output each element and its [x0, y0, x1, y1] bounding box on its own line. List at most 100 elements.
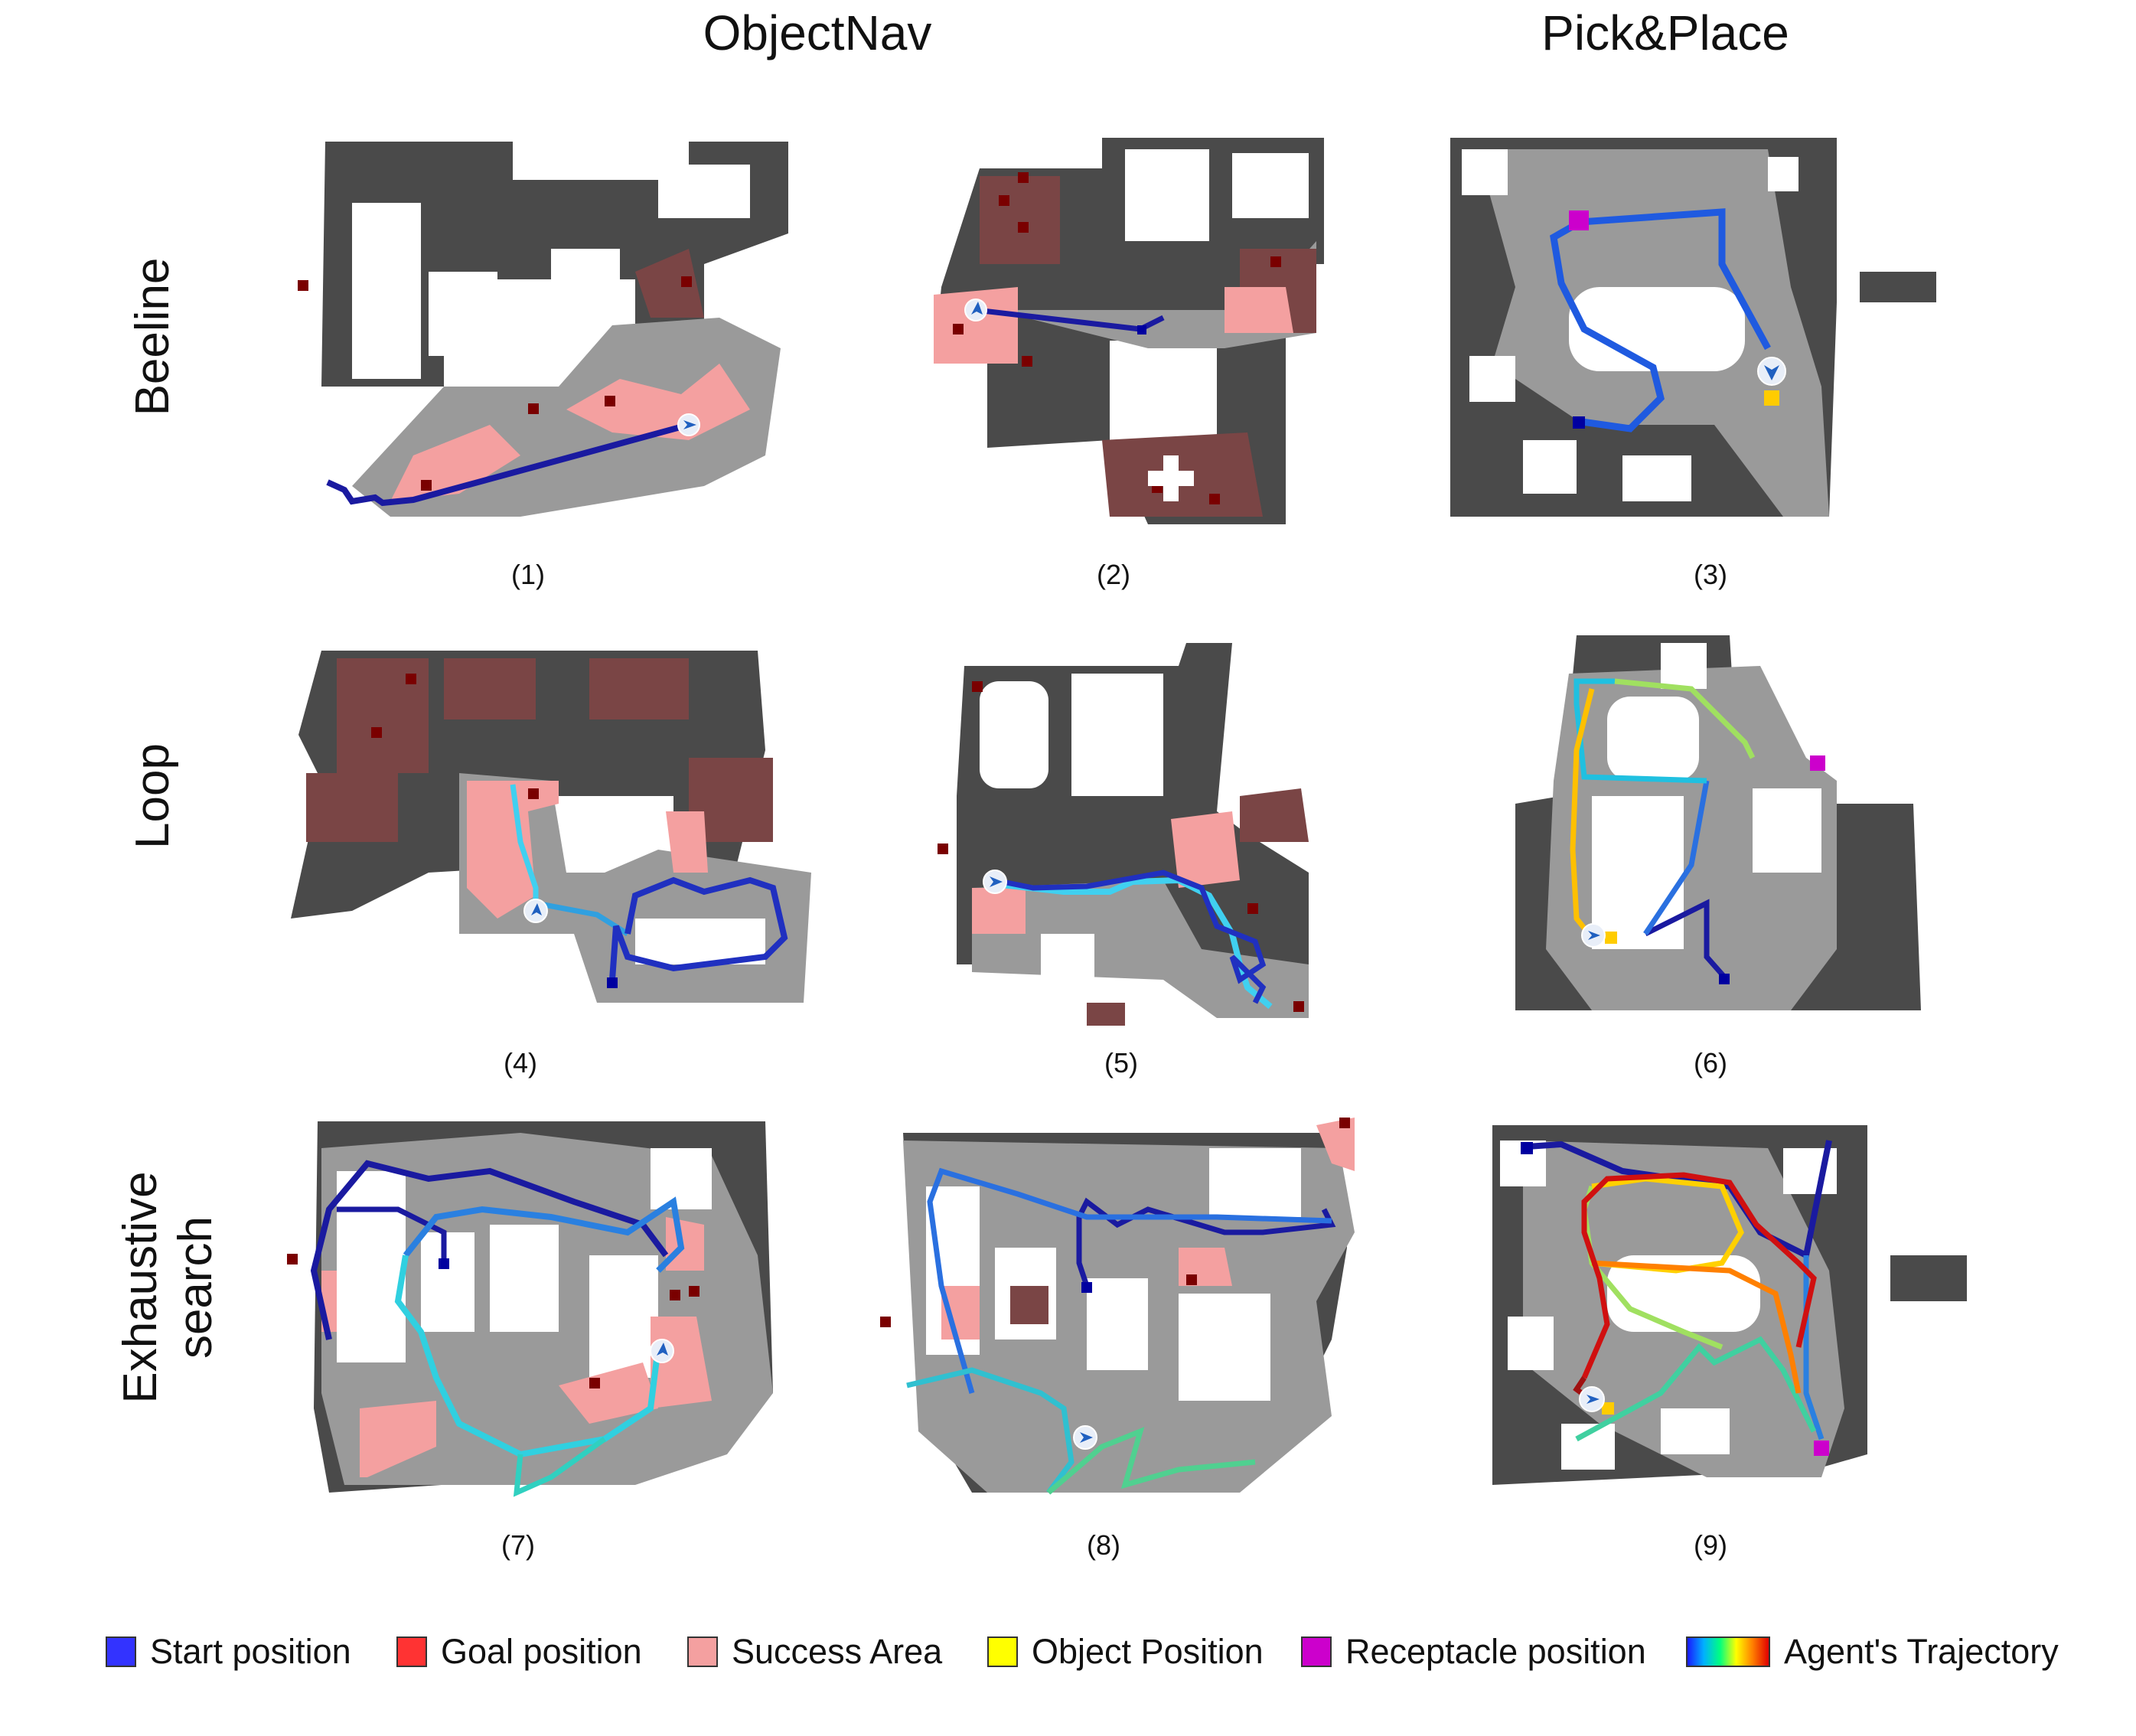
goal-marker [972, 681, 983, 692]
goal-marker [589, 1378, 600, 1388]
goal-marker [1186, 1274, 1197, 1285]
goal-marker [287, 1254, 298, 1264]
map-room-hole [1179, 1294, 1270, 1401]
map-room-hole [1232, 153, 1309, 218]
map-panel-8 [872, 1110, 1378, 1508]
goal-marker [1018, 172, 1029, 183]
legend-label-trajectory: Agent's Trajectory [1784, 1632, 2059, 1671]
agent-trajectory [906, 1367, 1075, 1495]
success-area [1171, 811, 1240, 888]
goal-marker [670, 1290, 680, 1300]
start-marker [1521, 1142, 1533, 1154]
success-area [559, 1362, 658, 1424]
legend-label-receptacle: Receptacle position [1345, 1632, 1646, 1671]
legend-label-object: Object Position [1032, 1632, 1264, 1671]
legend-item-start: Start position [106, 1629, 351, 1675]
map-panel-2 [918, 134, 1347, 524]
success-area [566, 364, 750, 440]
goal-marker [1339, 1118, 1350, 1128]
goal-area [1240, 788, 1309, 842]
map-room-hole [1071, 674, 1163, 796]
panel-caption-5: (5) [1104, 1047, 1138, 1078]
agent-trajectory [403, 1196, 685, 1273]
goal-marker [406, 674, 416, 684]
object-marker [1605, 932, 1617, 944]
agent-trajectory [1573, 678, 1707, 784]
panel-caption-4: (4) [504, 1047, 537, 1078]
map-room-hole [1125, 149, 1209, 241]
map-panel-5 [911, 643, 1339, 1026]
goal-marker [1293, 1001, 1304, 1012]
goal-marker [880, 1317, 891, 1327]
legend-swatch-object [987, 1636, 1018, 1667]
panel-caption-8: (8) [1087, 1529, 1120, 1561]
goal-marker [681, 276, 692, 287]
goal-marker [371, 727, 382, 738]
success-area [1225, 287, 1293, 333]
agent-trajectory [1591, 1260, 1802, 1394]
row-label-beeline: Beeline [126, 257, 179, 416]
goal-area [1087, 1003, 1125, 1026]
map-room-hole [589, 1255, 658, 1378]
agent-trajectory [326, 422, 690, 507]
legend-item-goal: Goal position [396, 1629, 642, 1675]
goal-marker [999, 195, 1009, 206]
legend-swatch-receptacle [1301, 1636, 1332, 1667]
legend-swatch-goal [396, 1636, 427, 1667]
success-area [666, 811, 708, 873]
success-area [666, 1217, 704, 1271]
map-room-hole [1768, 157, 1798, 191]
goal-area [444, 658, 536, 720]
map-room-hole [1753, 788, 1821, 873]
start-marker [1137, 325, 1146, 334]
goal-marker [421, 480, 432, 491]
goal-area [689, 758, 773, 842]
object-marker [1764, 390, 1779, 406]
map-room-hole [429, 272, 497, 356]
map-room-hole [352, 203, 421, 379]
map-panel-6 [1500, 628, 1929, 1026]
agent-arrow-icon [657, 1343, 668, 1356]
agent-arrow-icon [531, 903, 542, 915]
map-room-hole [1592, 796, 1684, 949]
legend-item-success-area: Success Area [687, 1629, 942, 1675]
agent-trajectory [994, 870, 1267, 1004]
map-room-hole [1110, 341, 1217, 440]
panel-caption-3: (3) [1694, 559, 1727, 590]
map-walls [1890, 1255, 1967, 1301]
map-panel-4 [276, 643, 842, 1010]
goal-marker [528, 788, 539, 799]
start-marker [607, 977, 618, 988]
map-room-hole [1469, 356, 1515, 402]
map-room-hole [490, 1225, 559, 1332]
goal-area [980, 176, 1060, 264]
object-marker [1602, 1402, 1614, 1415]
start-marker [1719, 974, 1730, 984]
agent-trajectory [394, 1255, 661, 1458]
goal-marker [1247, 903, 1258, 914]
map-room-hole [980, 681, 1048, 788]
agent-trajectory [1575, 1336, 1817, 1442]
goal-marker [1209, 494, 1220, 504]
start-marker [1573, 416, 1585, 429]
panel-caption-7: (7) [501, 1529, 535, 1561]
success-area [934, 287, 1018, 364]
agent-arrow-icon [1587, 1395, 1600, 1404]
legend-label-goal: Goal position [441, 1632, 642, 1671]
start-marker [1081, 1282, 1092, 1293]
panel-caption-6: (6) [1694, 1047, 1727, 1078]
panel-caption-9: (9) [1694, 1529, 1727, 1561]
column-header-objectnav: ObjectNav [703, 5, 932, 60]
agent-trajectory [1643, 780, 1710, 935]
agent-trajectory [337, 1206, 447, 1263]
goal-area [306, 773, 398, 842]
goal-marker [938, 844, 948, 854]
agent-arrow-icon [990, 876, 1003, 887]
map-room-hole [1508, 1317, 1554, 1370]
receptacle-marker [1810, 755, 1825, 771]
map-room-hole [1661, 1408, 1730, 1454]
goal-marker [605, 396, 615, 406]
map-room-hole [1209, 1148, 1301, 1217]
map-room-hole [1087, 1278, 1148, 1370]
map-room-hole [1462, 149, 1508, 195]
